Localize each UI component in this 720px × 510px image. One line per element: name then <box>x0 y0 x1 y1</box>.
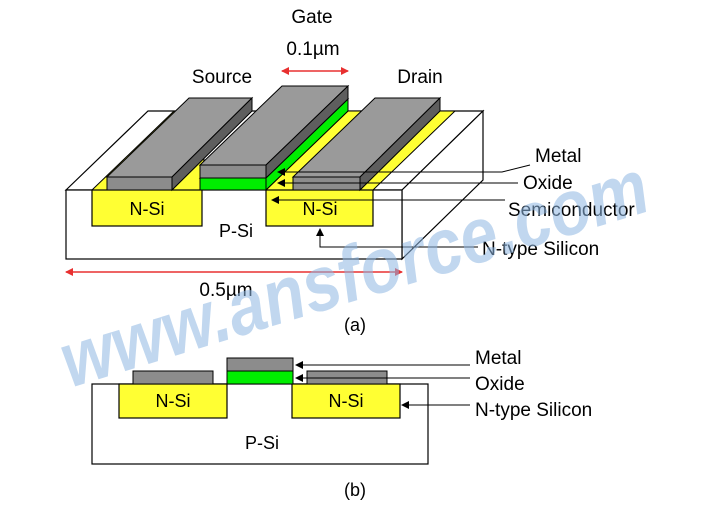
n-si-left-region <box>91 189 203 227</box>
source-metal-front <box>106 176 173 191</box>
n-si-left-label: N-Si <box>130 199 165 219</box>
p-si-label: P-Si <box>219 221 253 241</box>
legend-n-type-label: N-type Silicon <box>482 239 599 260</box>
gate-metal-front <box>199 164 267 179</box>
figure-a: N-Si N-Si P-Si Gate Source Drain 0.1µm 0… <box>64 7 635 335</box>
legend-oxide-label-b: Oxide <box>475 374 525 395</box>
gate-length-label: 0.1µm <box>286 39 339 60</box>
source-label: Source <box>192 67 252 88</box>
n-si-right-label: N-Si <box>303 199 338 219</box>
legend-metal-label-b: Metal <box>475 348 521 369</box>
legend-oxide-label: Oxide <box>523 173 573 194</box>
gate-metal-b <box>226 357 294 372</box>
metal-leader-line <box>277 164 531 176</box>
n-si-right-label-b: N-Si <box>329 391 364 411</box>
width-dimension-label: 0.5µm <box>199 280 252 301</box>
gate-oxide-b <box>226 370 294 385</box>
gate-label: Gate <box>291 7 332 28</box>
figure-b-caption: (b) <box>344 480 366 500</box>
legend-metal-label: Metal <box>535 146 581 167</box>
legend-n-type-label-b: N-type Silicon <box>475 400 592 421</box>
n-si-left-label-b: N-Si <box>156 391 191 411</box>
n-si-left-region-b <box>118 383 228 419</box>
n-type-leader-line <box>316 228 478 248</box>
drain-label: Drain <box>397 67 442 88</box>
legend-semiconductor-label: Semiconductor <box>508 200 635 221</box>
source-metal-b <box>132 370 214 385</box>
n-si-right-region-b <box>291 383 401 419</box>
figure-b: N-Si N-Si P-Si Metal Oxide N-type Silico… <box>91 348 592 500</box>
figure-a-caption: (a) <box>344 315 366 335</box>
gate-oxide-front <box>199 177 267 191</box>
p-si-label-b: P-Si <box>245 433 279 453</box>
